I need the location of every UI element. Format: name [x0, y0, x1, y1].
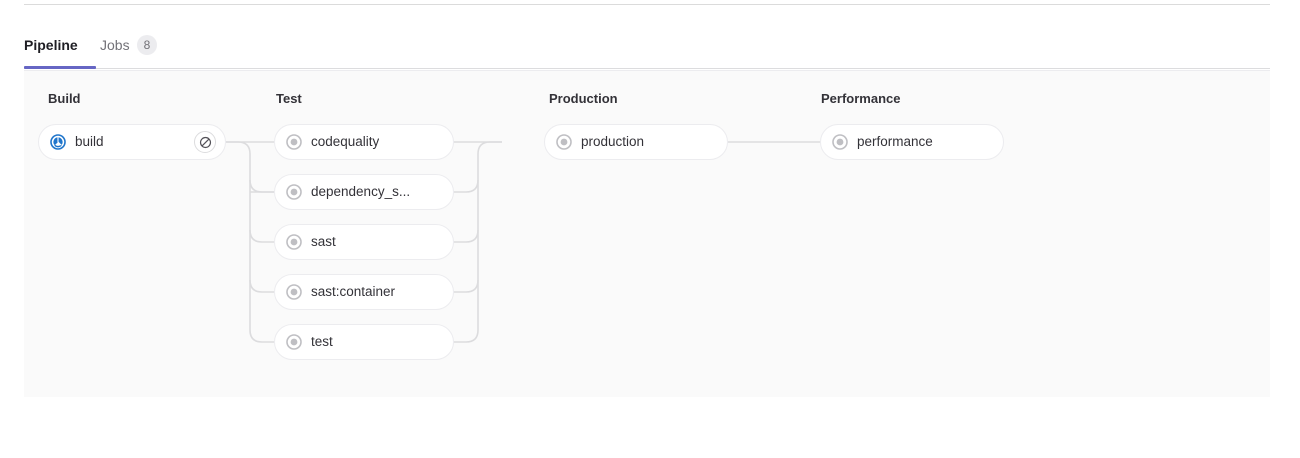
- job-label-performance: performance: [857, 135, 933, 149]
- job-node-production[interactable]: production: [544, 124, 728, 160]
- tab-bar-underline: [24, 68, 1270, 69]
- job-node-performance[interactable]: performance: [820, 124, 1004, 160]
- job-label-build: build: [75, 135, 104, 149]
- stage-title-performance: Performance: [821, 91, 901, 106]
- job-label-test: test: [311, 335, 333, 349]
- status-created-icon: [286, 234, 302, 250]
- job-node-dependency-scanning[interactable]: dependency_s...: [274, 174, 454, 210]
- tab-jobs[interactable]: Jobs 8: [100, 22, 158, 68]
- status-created-icon: [286, 334, 302, 350]
- job-label-codequality: codequality: [311, 135, 380, 149]
- status-created-icon: [832, 134, 848, 150]
- job-label-production: production: [581, 135, 645, 149]
- job-node-sast[interactable]: sast: [274, 224, 454, 260]
- job-label-sast: sast: [311, 235, 336, 249]
- tab-bar: Pipeline Jobs 8: [0, 22, 1300, 70]
- status-created-icon: [286, 284, 302, 300]
- stage-title-production: Production: [549, 91, 618, 106]
- pipeline-graph-panel: Build Test Production Performance: [24, 70, 1270, 397]
- job-node-sast-container[interactable]: sast:container: [274, 274, 454, 310]
- job-label-sast-container: sast:container: [311, 285, 396, 299]
- stage-title-build: Build: [48, 91, 81, 106]
- tab-jobs-label: Jobs: [100, 37, 130, 53]
- status-created-icon: [286, 134, 302, 150]
- tab-pipeline[interactable]: Pipeline: [24, 22, 78, 68]
- stage-title-test: Test: [276, 91, 302, 106]
- cancel-icon[interactable]: [194, 131, 216, 153]
- top-divider: [24, 4, 1270, 5]
- cancel-glyph-icon: [199, 136, 211, 148]
- pipeline-connectors: [226, 141, 820, 343]
- job-node-codequality[interactable]: codequality: [274, 124, 454, 160]
- tab-pipeline-label: Pipeline: [24, 37, 78, 53]
- status-running-icon: [50, 134, 66, 150]
- job-node-build[interactable]: build: [38, 124, 226, 160]
- active-tab-indicator: [24, 66, 96, 69]
- status-created-icon: [286, 184, 302, 200]
- job-node-test[interactable]: test: [274, 324, 454, 360]
- status-created-icon: [556, 134, 572, 150]
- jobs-count-badge: 8: [136, 35, 158, 55]
- job-label-dependency-scanning: dependency_s...: [311, 185, 411, 199]
